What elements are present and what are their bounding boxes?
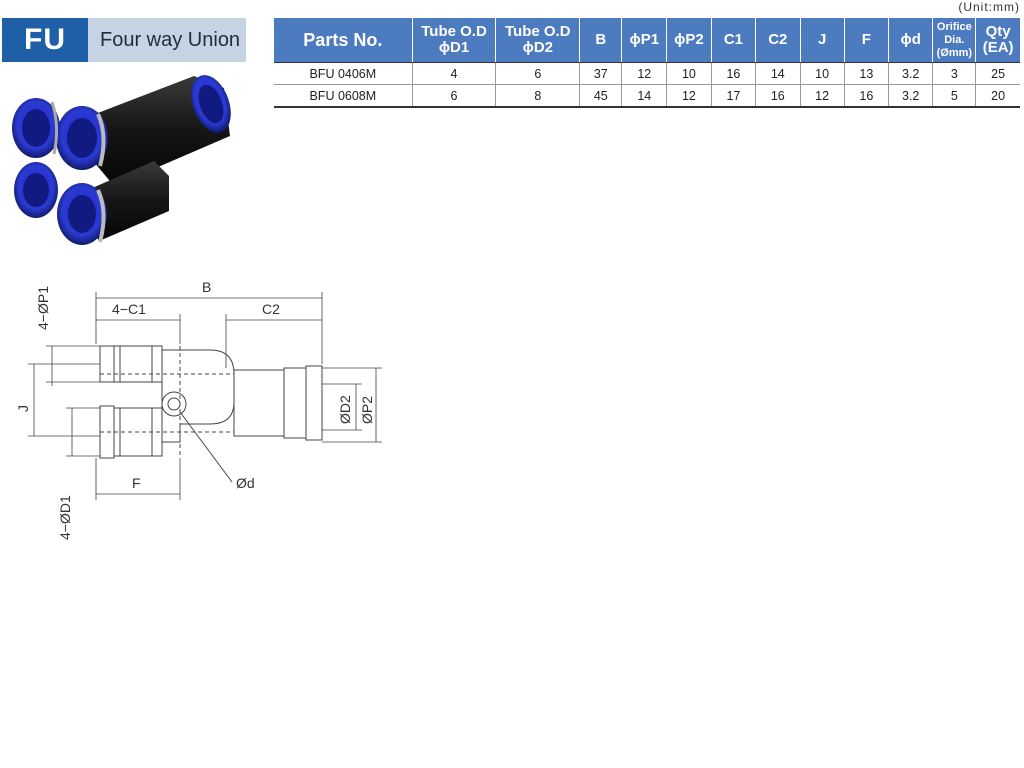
- cell-b: 45: [579, 84, 623, 108]
- dim-p2: ØP2: [359, 396, 375, 424]
- cell-p1: 12: [621, 62, 668, 85]
- column-header-c1: C1: [711, 18, 757, 63]
- technical-drawing: B 4−C1 C2 F Ød 4−ØP1 J 4−ØD1 ØD2 ØP2: [15, 279, 382, 540]
- product-code: FU: [2, 18, 88, 62]
- cell-j: 12: [800, 84, 845, 108]
- cell-f: 13: [844, 62, 890, 85]
- product-photo: [12, 75, 231, 245]
- column-header-p1: ϕP1: [621, 18, 668, 63]
- dim-f: F: [132, 475, 141, 491]
- column-header-qty: Qty(EA): [975, 18, 1020, 63]
- cell-orifice-dia: 5: [932, 84, 977, 108]
- dim-p1: 4−ØP1: [35, 286, 51, 330]
- cell-d: 3.2: [888, 84, 934, 108]
- cell-j: 10: [800, 62, 845, 85]
- column-header-b: B: [579, 18, 623, 63]
- cell-tube-od-d2: 6: [495, 62, 581, 85]
- dim-b: B: [202, 279, 211, 295]
- dim-d2: ØD2: [337, 395, 353, 424]
- cell-qty: 20: [975, 84, 1020, 108]
- cell-p2: 10: [666, 62, 712, 85]
- cell-orifice-dia: 3: [932, 62, 977, 85]
- cell-p1: 14: [621, 84, 668, 108]
- column-header-orifice-dia: Orifice Dia.(Ømm): [932, 18, 977, 63]
- cell-tube-od-d2: 8: [495, 84, 581, 108]
- product-header: FU Four way Union: [2, 18, 246, 62]
- cell-qty: 25: [975, 62, 1020, 85]
- cell-tube-od-d1: 6: [412, 84, 497, 108]
- column-header-c2: C2: [755, 18, 801, 63]
- cell-p2: 12: [666, 84, 712, 108]
- cell-c1: 17: [711, 84, 757, 108]
- dim-c1: 4−C1: [112, 301, 146, 317]
- cell-c1: 16: [711, 62, 757, 85]
- cell-c2: 16: [755, 84, 801, 108]
- cell-part-number: BFU 0406M: [274, 62, 413, 85]
- cell-c2: 14: [755, 62, 801, 85]
- dim-c2: C2: [262, 301, 280, 317]
- product-name: Four way Union: [88, 18, 246, 62]
- column-header-f: F: [844, 18, 890, 63]
- cell-part-number: BFU 0608M: [274, 84, 413, 108]
- dim-d1: 4−ØD1: [57, 495, 73, 540]
- unit-note: (Unit:mm): [958, 0, 1020, 14]
- column-header-d: ϕd: [888, 18, 934, 63]
- cell-b: 37: [579, 62, 623, 85]
- column-header-j: J: [800, 18, 845, 63]
- dim-d: Ød: [236, 475, 255, 491]
- column-header-p2: ϕP2: [666, 18, 712, 63]
- dim-j: J: [15, 405, 31, 412]
- cell-f: 16: [844, 84, 890, 108]
- cell-tube-od-d1: 4: [412, 62, 497, 85]
- cell-d: 3.2: [888, 62, 934, 85]
- column-header-parts-no: Parts No.: [274, 18, 413, 63]
